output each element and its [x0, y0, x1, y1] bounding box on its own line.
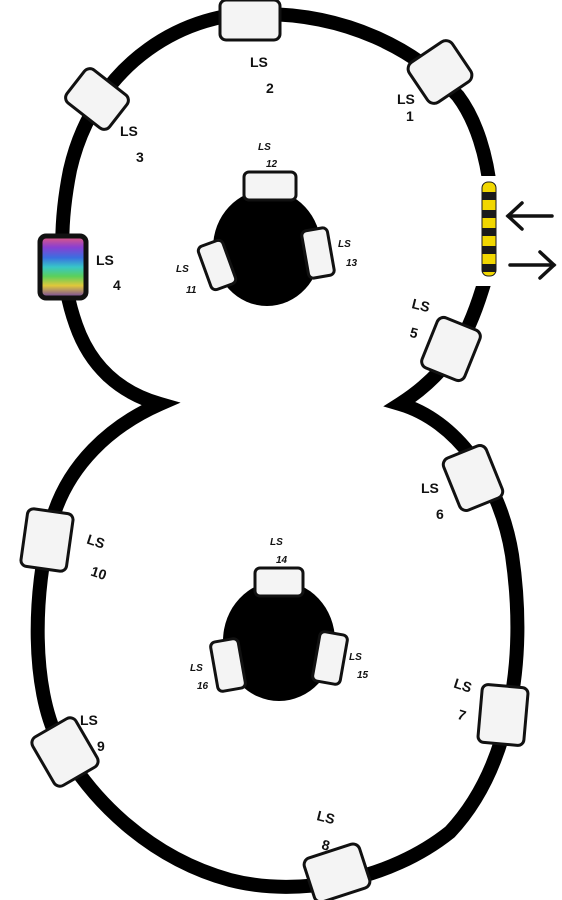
sensor-label-number: 4 [113, 277, 121, 293]
sensor-label-prefix: LS [315, 807, 336, 827]
sensor-ls11[interactable] [196, 238, 238, 292]
arrow-left-icon [505, 201, 554, 231]
sensor-label-number: 16 [197, 681, 209, 692]
sensor-label-number: 7 [456, 706, 469, 724]
sensor-ls7[interactable] [476, 683, 530, 747]
sensor-label-number: 3 [136, 149, 144, 165]
barrier-gate-icon[interactable] [481, 181, 497, 277]
sensor-label-prefix: LS [96, 252, 114, 268]
sensor-ls15[interactable] [311, 630, 349, 686]
inner-turntable-bottom [223, 581, 335, 701]
sensor-ls2[interactable] [218, 0, 282, 42]
sensor-ls16[interactable] [209, 637, 247, 693]
color-screen-icon[interactable] [37, 233, 89, 301]
sensor-ls1[interactable] [405, 38, 475, 107]
sensor-label-prefix: LS [190, 663, 203, 674]
sensor-label-prefix: LS [452, 675, 474, 696]
sensor-label-prefix: LS [410, 295, 431, 315]
sensor-label-prefix: LS [85, 531, 107, 552]
sensor-ls8[interactable] [302, 842, 372, 900]
sensor-label-number: 2 [266, 80, 274, 96]
sensor-label-prefix: LS [338, 239, 351, 250]
inner-turntable-top [213, 190, 321, 306]
sensor-ls9[interactable] [29, 715, 100, 788]
sensor-label-number: 8 [320, 836, 332, 853]
arrow-right-icon [508, 250, 557, 280]
sensor-label-number: 11 [186, 285, 197, 296]
sensor-label-number: 6 [436, 506, 444, 522]
sensor-label-prefix: LS [421, 480, 439, 496]
sensor-ls6[interactable] [441, 443, 505, 512]
sensor-ls12[interactable] [242, 170, 298, 202]
sensor-label-number: 15 [357, 670, 369, 681]
sensor-label-number: 9 [97, 738, 105, 754]
sensor-ls5[interactable] [420, 315, 483, 383]
sensor-ls10[interactable] [19, 507, 75, 573]
figure-eight-track [30, 6, 525, 894]
sensor-label-prefix: LS [397, 91, 415, 107]
sensor-label-prefix: LS [176, 264, 189, 275]
sensor-ls14[interactable] [253, 566, 305, 598]
sensor-ls13[interactable] [300, 226, 336, 280]
sensor-label-prefix: LS [80, 712, 98, 728]
sensor-label-number: 10 [89, 563, 109, 583]
sensor-label-prefix: LS [258, 142, 271, 153]
sensor-label-number: 5 [408, 324, 420, 341]
sensor-label-prefix: LS [120, 123, 138, 139]
sensor-label-prefix: LS [349, 652, 362, 663]
sensor-label-number: 14 [276, 555, 288, 566]
sensor-ls3[interactable] [63, 66, 131, 132]
sensor-label-prefix: LS [270, 537, 283, 548]
sensor-label-number: 1 [406, 108, 414, 124]
sensor-label-number: 12 [266, 159, 278, 170]
sensor-label-prefix: LS [250, 54, 268, 70]
sensor-label-number: 13 [346, 258, 358, 269]
